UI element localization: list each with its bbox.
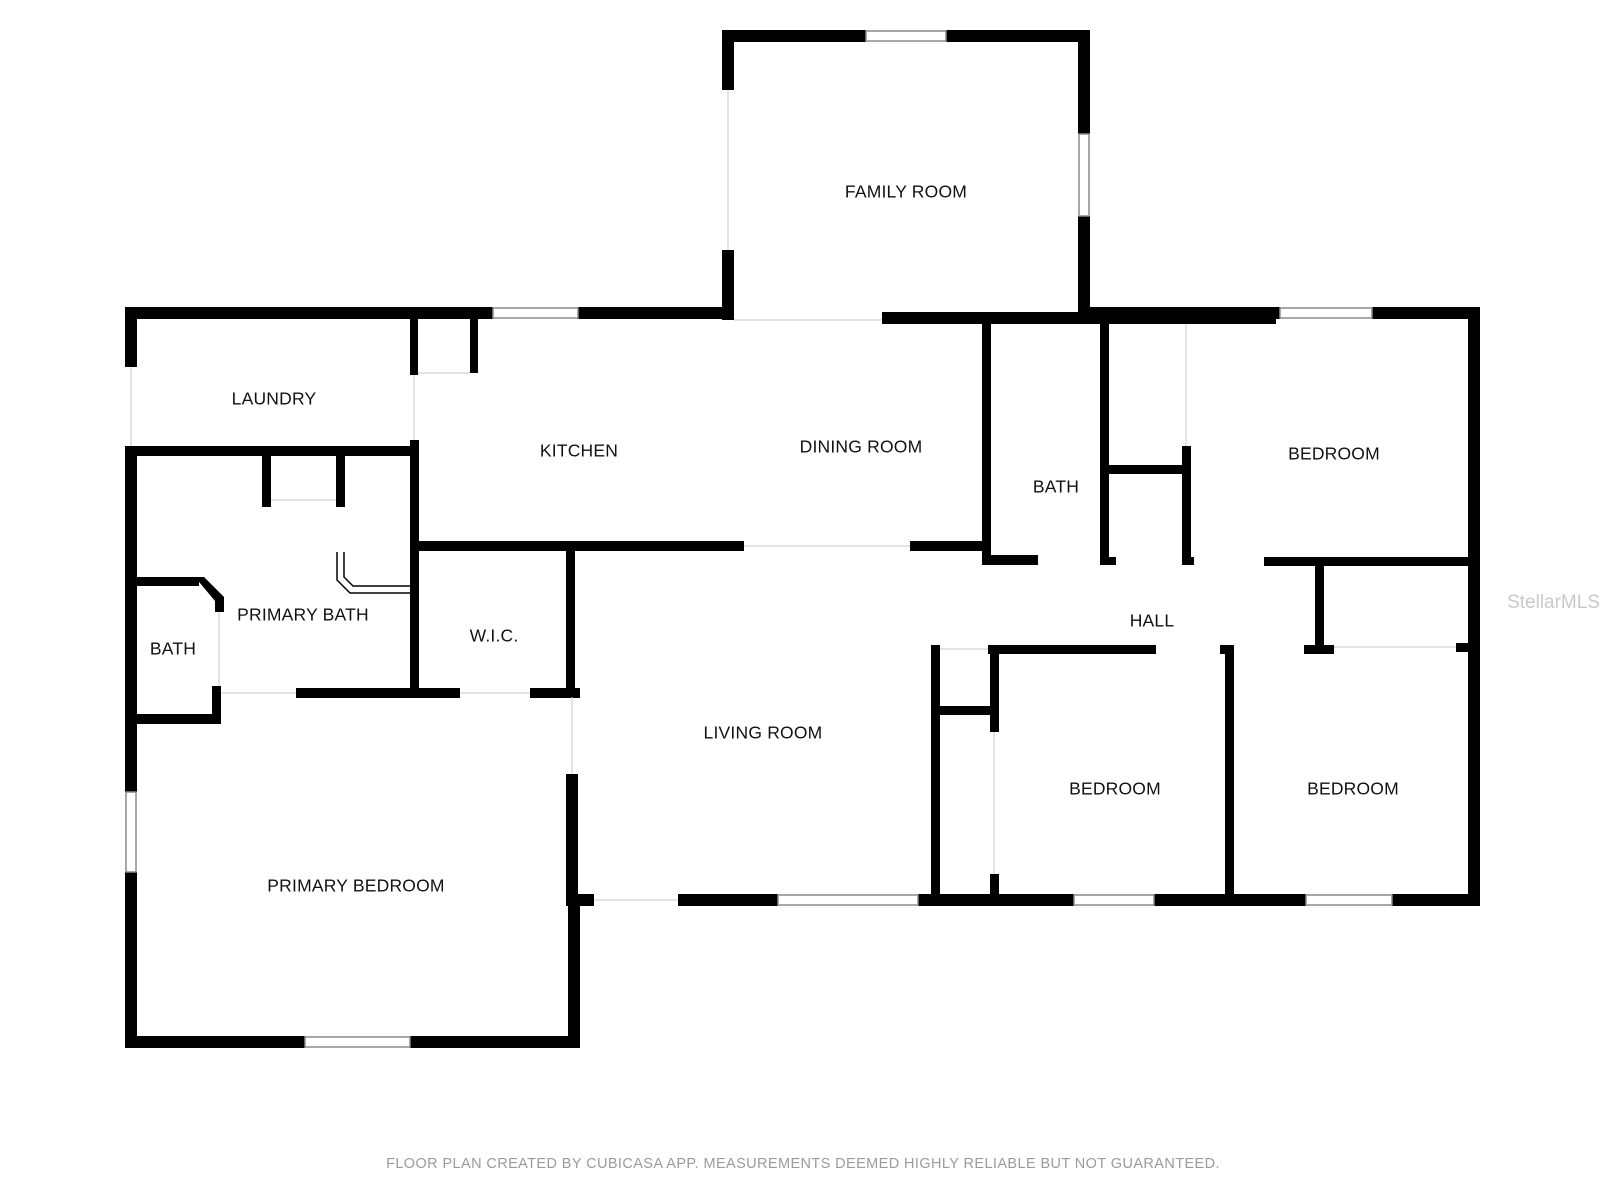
label-family-room: FAMILY ROOM [845, 182, 967, 202]
label-bedroom-middle: BEDROOM [1069, 779, 1161, 799]
wall [125, 307, 137, 367]
wall [990, 645, 999, 709]
wall [125, 446, 137, 792]
label-primary-bedroom: PRIMARY BEDROOM [267, 876, 444, 896]
window [1078, 133, 1090, 217]
windows [125, 30, 1393, 1048]
room-labels: FAMILY ROOM LAUNDRY KITCHEN DINING ROOM … [150, 182, 1399, 896]
wall [137, 577, 199, 586]
wall [566, 774, 578, 906]
wall [1315, 566, 1324, 650]
wall [990, 874, 999, 906]
label-dining-room: DINING ROOM [800, 437, 923, 457]
wall [568, 894, 580, 1048]
wall [410, 319, 418, 375]
window [777, 894, 919, 906]
label-bath-hall: BATH [1033, 477, 1079, 497]
wall [125, 872, 137, 1046]
wall [530, 688, 580, 698]
label-kitchen: KITCHEN [540, 441, 618, 461]
wall [410, 1036, 580, 1048]
window [1305, 894, 1393, 906]
wall [578, 307, 734, 319]
wall [195, 577, 224, 612]
wall [931, 645, 940, 906]
wall [470, 319, 478, 373]
wall [1182, 446, 1191, 565]
label-bath-small: BATH [150, 639, 196, 659]
window [304, 1036, 411, 1048]
wall [125, 1036, 305, 1048]
wall [1078, 216, 1090, 312]
label-living-room: LIVING ROOM [704, 723, 823, 743]
window [1279, 307, 1373, 319]
wall [410, 541, 744, 551]
label-primary-bath: PRIMARY BATH [237, 605, 369, 625]
window [865, 30, 947, 42]
shower-fixture [336, 552, 410, 594]
label-wic: W.I.C. [470, 626, 519, 646]
wall [1264, 557, 1480, 566]
wall [296, 688, 460, 698]
wall [1090, 307, 1280, 319]
wall [262, 455, 271, 507]
wall [722, 30, 866, 42]
window [125, 791, 137, 873]
wall [1078, 30, 1090, 134]
wall [1100, 465, 1190, 474]
wall [1392, 894, 1480, 906]
wall [722, 250, 734, 320]
wall [336, 455, 345, 507]
wall [931, 706, 999, 715]
wall [1225, 645, 1234, 906]
wall [125, 307, 493, 319]
wall [1182, 557, 1194, 565]
wall [910, 541, 988, 551]
wall [1304, 645, 1334, 654]
window [492, 307, 579, 319]
label-hall: HALL [1130, 611, 1175, 631]
label-laundry: LAUNDRY [232, 389, 317, 409]
wall [1104, 557, 1116, 565]
wall [410, 440, 419, 692]
wall [212, 686, 221, 722]
wall [1372, 307, 1480, 319]
wall [990, 706, 999, 732]
wall [1468, 307, 1480, 906]
walls [125, 30, 1480, 1048]
openings [130, 90, 1456, 901]
wall [722, 30, 734, 90]
wall [946, 30, 1090, 42]
window [1073, 894, 1155, 906]
wall [988, 645, 1156, 654]
footer-disclaimer: FLOOR PLAN CREATED BY CUBICASA APP. MEAS… [386, 1156, 1220, 1172]
wall [1456, 643, 1480, 652]
wall [125, 446, 415, 456]
wall [982, 555, 1038, 565]
wall [678, 894, 778, 906]
wall [1100, 319, 1109, 565]
label-bedroom-se: BEDROOM [1307, 779, 1399, 799]
wall [566, 551, 575, 697]
wall [137, 714, 221, 724]
label-bedroom-ne: BEDROOM [1288, 444, 1380, 464]
stellar-mls-watermark: StellarMLS [1507, 592, 1600, 613]
wall [982, 319, 991, 565]
